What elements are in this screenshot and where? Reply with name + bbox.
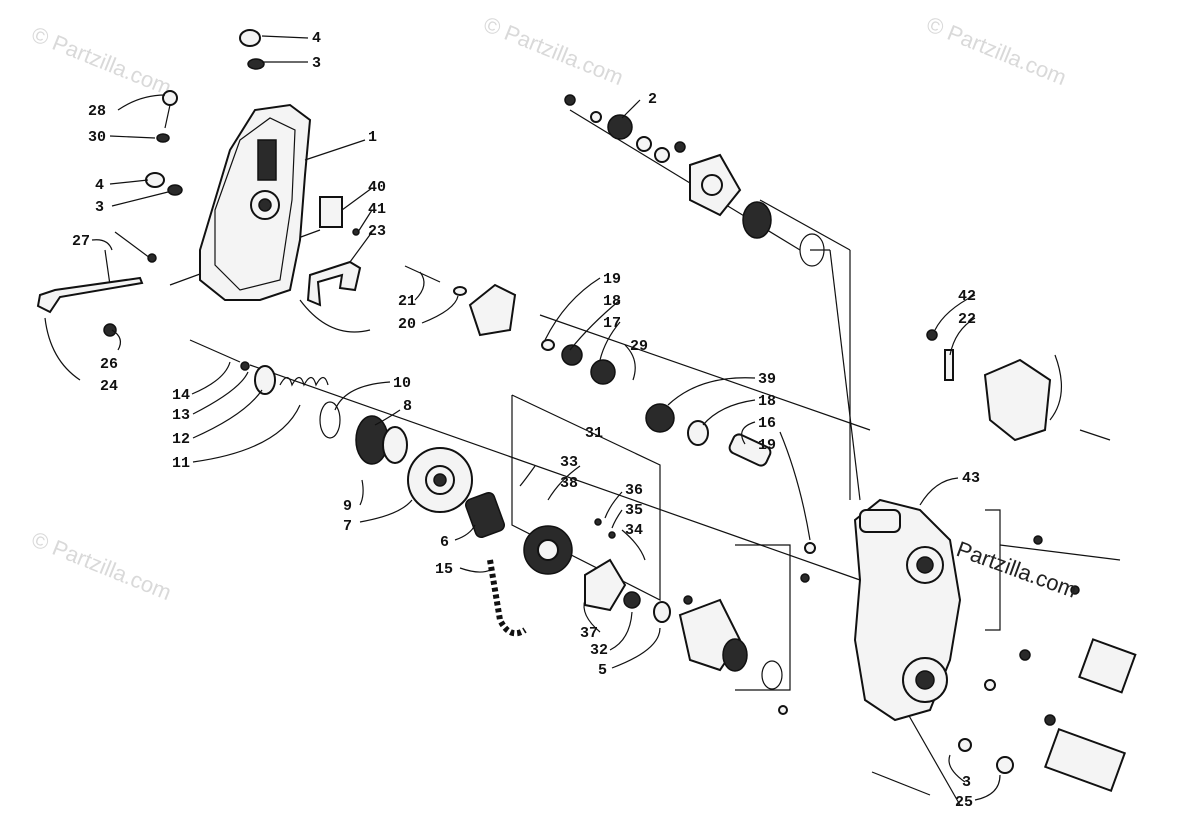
callout-4: 4 [312, 30, 321, 47]
watermark: © Partzilla.com [28, 21, 175, 100]
callout-29: 29 [630, 338, 648, 355]
clutch-assembly [523, 518, 783, 690]
callout-36: 36 [625, 482, 643, 499]
callout-9: 9 [343, 498, 352, 515]
callout-33: 33 [560, 454, 578, 471]
large-sprocket [407, 447, 473, 513]
chaincase-housing [853, 498, 962, 722]
callout-8: 8 [403, 398, 412, 415]
callout-11: 11 [172, 455, 190, 472]
callout-15: 15 [435, 561, 453, 578]
callout-24: 24 [100, 378, 118, 395]
callout-22: 22 [958, 311, 976, 328]
callout-3: 3 [312, 55, 321, 72]
callout-13: 13 [172, 407, 190, 424]
callout-16: 16 [758, 415, 776, 432]
left-hardware [36, 29, 467, 371]
callout-leaders [44, 35, 1001, 801]
callout-1: 1 [368, 129, 377, 146]
callout-10: 10 [393, 375, 411, 392]
callout-25: 25 [955, 794, 973, 811]
callout-31: 31 [585, 425, 603, 442]
callout-27: 27 [72, 233, 90, 250]
assembly-lines [169, 109, 1121, 806]
callout-14: 14 [172, 387, 190, 404]
callout-20: 20 [398, 316, 416, 333]
callout-17: 17 [603, 315, 621, 332]
watermark: © Partzilla.com [923, 11, 1070, 90]
callout-28: 28 [88, 103, 106, 120]
callout-38: 38 [560, 475, 578, 492]
chaincase-cover [199, 103, 371, 333]
callout-37: 37 [580, 625, 598, 642]
callout-2: 2 [648, 91, 657, 108]
callout-30: 30 [88, 129, 106, 146]
callout-6: 6 [440, 534, 449, 551]
callout-39: 39 [758, 371, 776, 388]
callout-21: 21 [398, 293, 416, 310]
callout-18: 18 [758, 393, 776, 410]
callout-19: 19 [758, 437, 776, 454]
callout-23: 23 [368, 223, 386, 240]
callout-43: 43 [962, 470, 980, 487]
watermark: © Partzilla.com [28, 526, 175, 605]
callout-26: 26 [100, 356, 118, 373]
callout-12: 12 [172, 431, 190, 448]
callout-3: 3 [95, 199, 104, 216]
callout-35: 35 [625, 502, 643, 519]
callout-32: 32 [590, 642, 608, 659]
callout-3: 3 [962, 774, 971, 791]
right-hardware [778, 329, 1137, 796]
callout-41: 41 [368, 201, 386, 218]
callout-18: 18 [603, 293, 621, 310]
callout-4: 4 [95, 177, 104, 194]
watermark: © Partzilla.com [480, 11, 627, 90]
callout-numbers: 4 3 28 30 1 4 3 40 41 23 27 26 24 2 21 2… [72, 30, 980, 811]
callout-34: 34 [625, 522, 643, 539]
tensioner-assembly [254, 365, 408, 465]
callout-19: 19 [603, 271, 621, 288]
callout-7: 7 [343, 518, 352, 535]
upper-shaft-parts [468, 94, 825, 467]
drive-sprocket-chain [465, 492, 527, 637]
partzilla-brand-mark: Partzilla.com [953, 536, 1080, 603]
callout-40: 40 [368, 179, 386, 196]
callout-42: 42 [958, 288, 976, 305]
callout-5: 5 [598, 662, 607, 679]
